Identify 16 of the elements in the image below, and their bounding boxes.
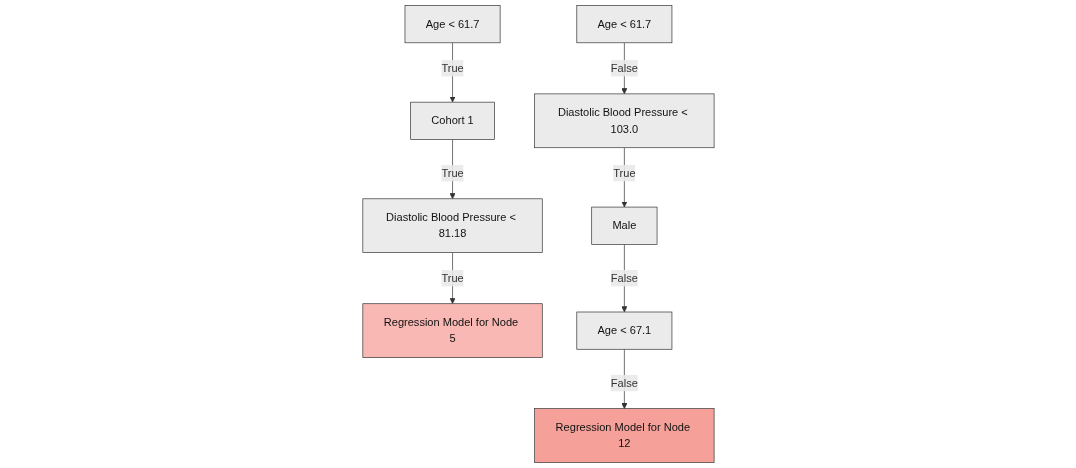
node-box: Male xyxy=(590,206,657,245)
edge-label: True xyxy=(440,62,464,74)
node-box: Age < 61.7 xyxy=(576,5,672,44)
edge-label: True xyxy=(440,271,464,284)
edge-label: True xyxy=(440,167,464,179)
edge-label: False xyxy=(610,376,638,389)
edge-label: False xyxy=(610,62,638,74)
edge-label: False xyxy=(610,271,638,284)
node-box: Diastolic Blood Pressure < 103.0 xyxy=(533,93,714,149)
node-box: Regression Model for Node 12 xyxy=(533,408,714,463)
node-box: Regression Model for Node 5 xyxy=(362,303,543,358)
node-box: Diastolic Blood Pressure < 81.18 xyxy=(362,198,543,253)
node-box: Age < 67.1 xyxy=(576,311,672,350)
node-box: Cohort 1 xyxy=(409,101,495,140)
node-box: Age < 61.7 xyxy=(404,5,500,44)
edge-label: True xyxy=(612,167,636,179)
